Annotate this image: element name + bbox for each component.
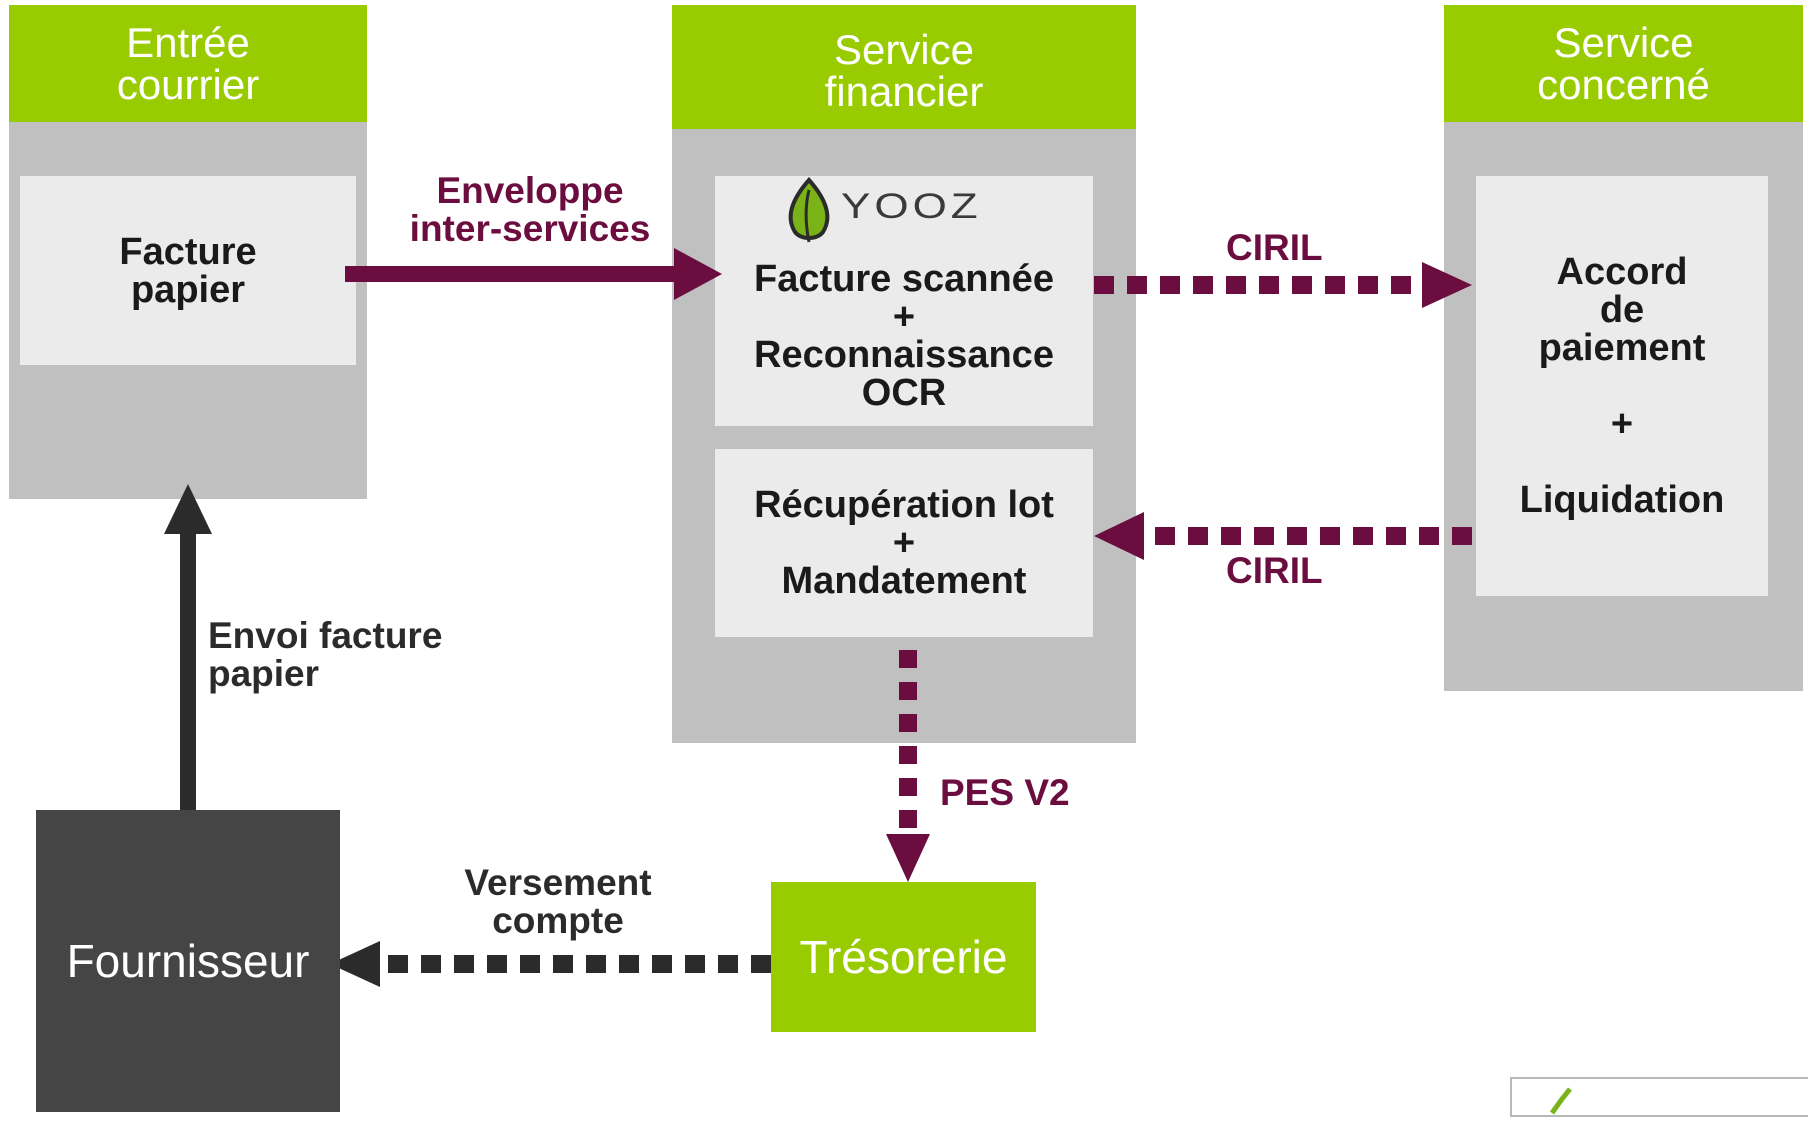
lane-title-service-concerne: Service concerné bbox=[1444, 5, 1803, 122]
leaf-icon bbox=[788, 176, 830, 243]
corner-logo-fragment bbox=[1510, 1077, 1808, 1117]
card-facture-papier-text: Facture papier bbox=[119, 230, 257, 311]
arrow-envoi bbox=[164, 484, 212, 810]
lane-title-service-financier: Service financier bbox=[672, 5, 1136, 129]
card-facture-scannee: YOOZ Facture scannée + Reconnaissance OC… bbox=[715, 176, 1093, 426]
node-tresorerie: Trésorerie bbox=[771, 882, 1036, 1032]
yooz-logo: YOOZ bbox=[779, 176, 1041, 244]
yooz-logo-text: YOOZ bbox=[841, 187, 982, 227]
arrow-ciril-out bbox=[1094, 262, 1472, 308]
card-facture-scannee-text: Facture scannée + Reconnaissance OCR bbox=[754, 258, 1054, 414]
label-ciril-out: CIRIL bbox=[1226, 227, 1323, 268]
label-envoi-facture: Envoi facture papier bbox=[208, 615, 443, 694]
arrow-versement bbox=[330, 941, 771, 987]
card-accord-paiement-text: Accord de paiement + Liquidation bbox=[1519, 251, 1725, 521]
label-versement: Versement compte bbox=[464, 862, 652, 941]
card-facture-papier: Facture papier bbox=[20, 176, 356, 365]
node-fournisseur: Fournisseur bbox=[36, 810, 340, 1112]
label-pes-v2: PES V2 bbox=[940, 772, 1070, 813]
card-recuperation-lot-text: Récupération lot + Mandatement bbox=[754, 484, 1054, 602]
lane-title-entree-courrier: Entrée courrier bbox=[9, 5, 367, 122]
check-icon bbox=[1549, 1087, 1572, 1115]
label-enveloppe: Enveloppe inter-services bbox=[409, 170, 651, 249]
arrow-enveloppe bbox=[345, 248, 722, 300]
card-recuperation-lot: Récupération lot + Mandatement bbox=[715, 449, 1093, 637]
card-accord-paiement: Accord de paiement + Liquidation bbox=[1476, 176, 1768, 596]
label-ciril-back: CIRIL bbox=[1226, 550, 1323, 591]
